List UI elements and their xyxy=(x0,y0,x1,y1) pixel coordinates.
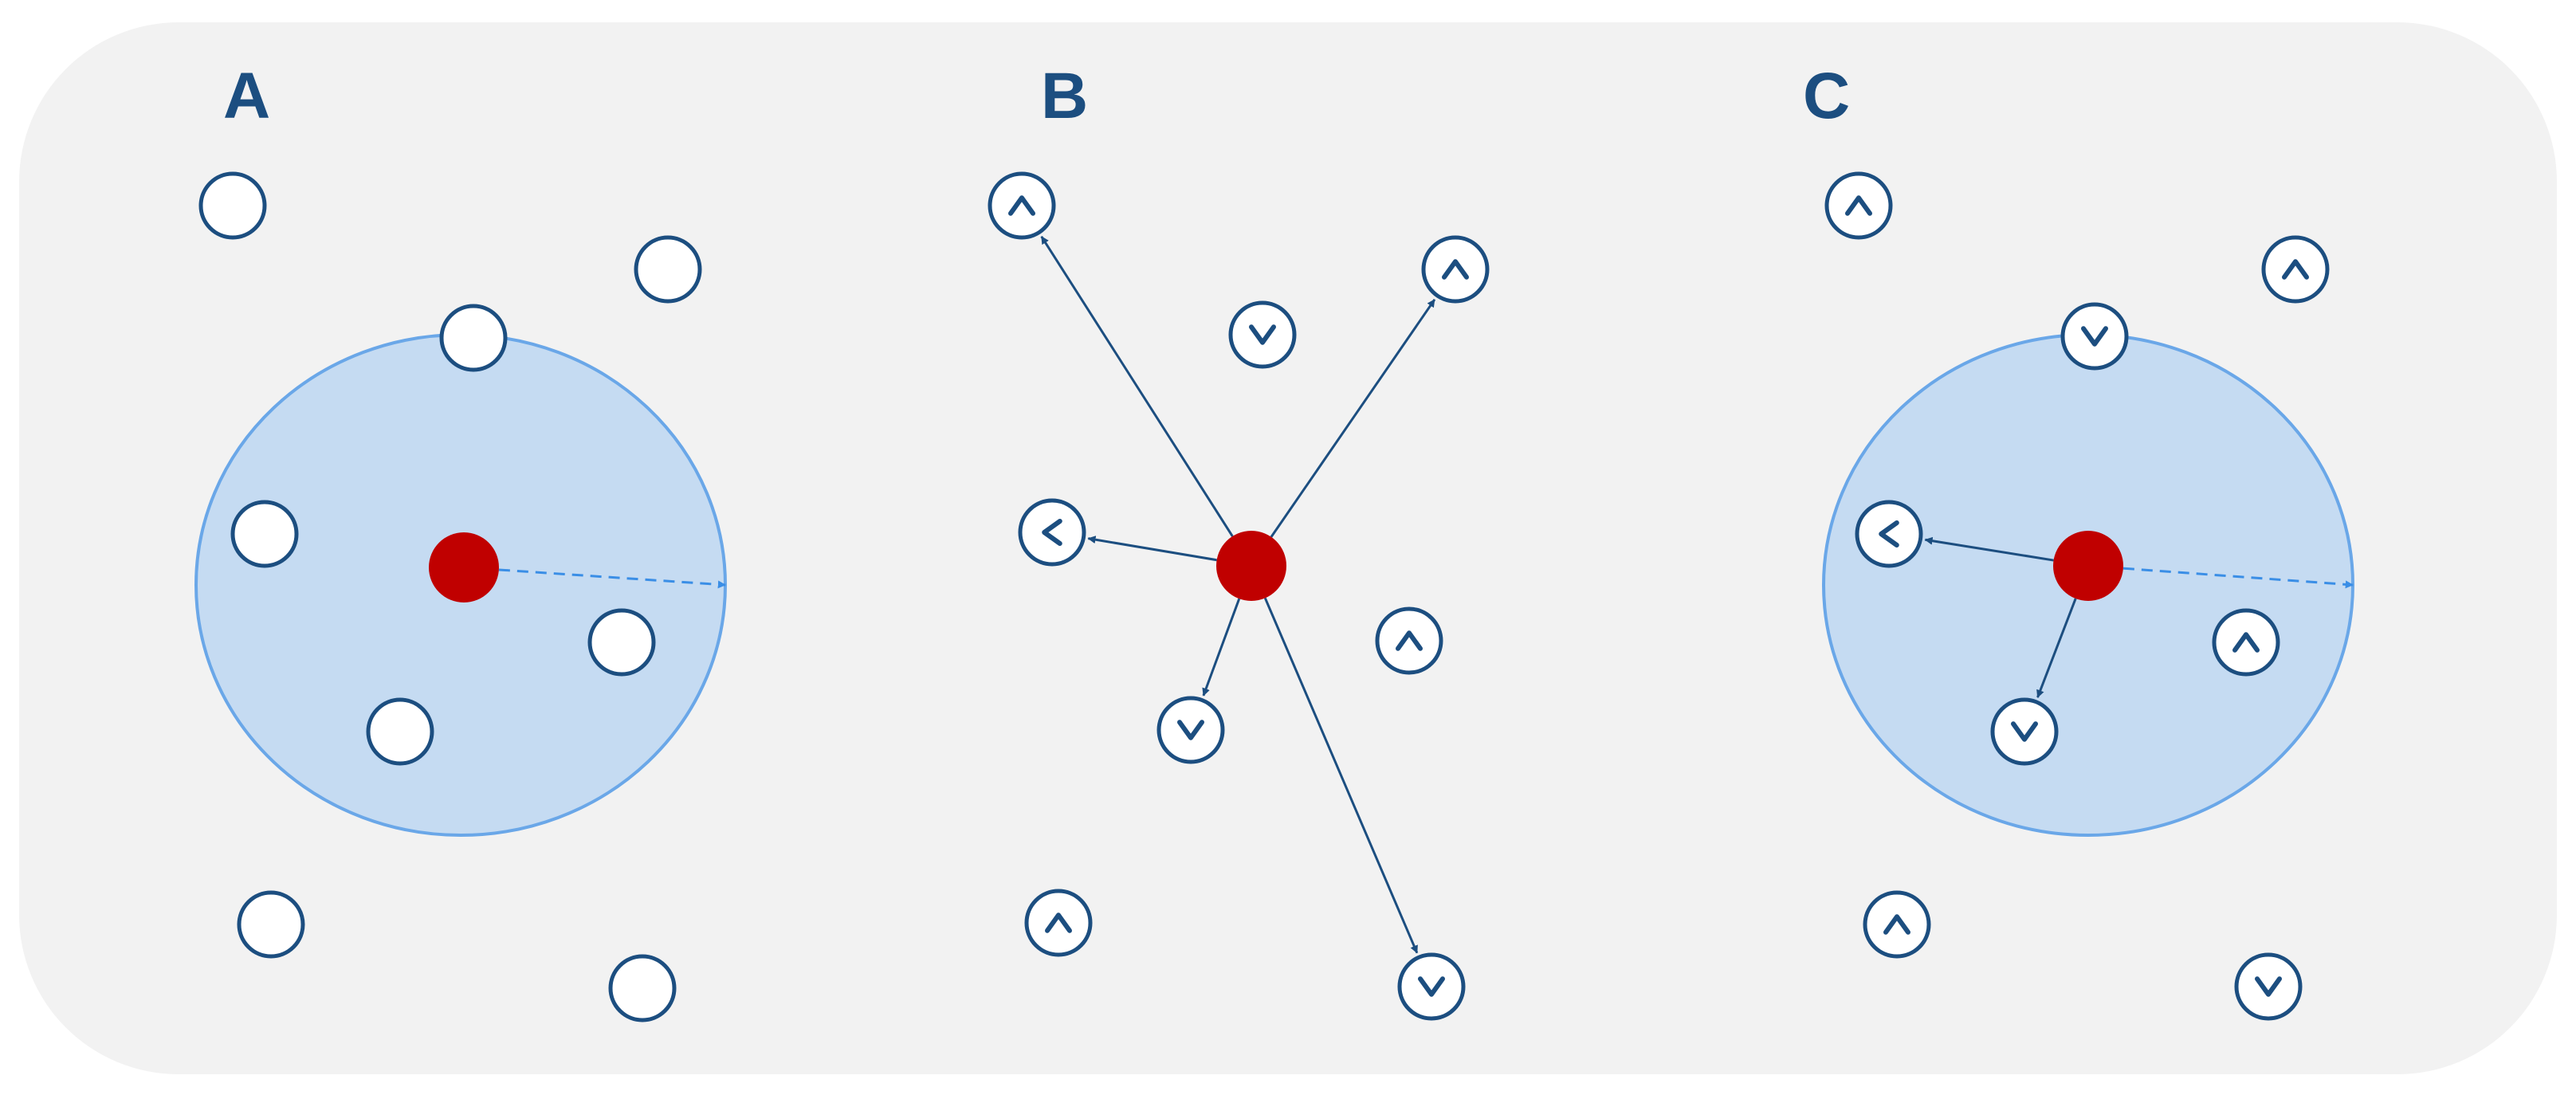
range-arrow-a xyxy=(498,568,726,589)
link-arrow-c-2 xyxy=(2036,598,2077,698)
node-c-3 xyxy=(2060,302,2129,371)
link-arrow-b-2 xyxy=(1270,299,1436,538)
chevron-icon xyxy=(1442,259,1469,280)
node-b-2 xyxy=(1421,235,1490,304)
panel-label-c: C xyxy=(1803,60,1850,132)
link-arrow-b-5 xyxy=(1263,597,1419,954)
range-arrow-c xyxy=(2122,567,2354,589)
chevron-icon xyxy=(2282,259,2309,280)
node-c-4 xyxy=(1855,500,1923,568)
chevron-icon xyxy=(1008,195,1035,216)
chevron-icon xyxy=(2255,976,2282,997)
chevron-icon xyxy=(1845,195,1872,216)
chevron-icon xyxy=(2011,721,2038,742)
node-a-4 xyxy=(230,500,299,568)
node-b-4 xyxy=(1018,498,1086,567)
source-node-b xyxy=(1216,531,1286,601)
chevron-icon xyxy=(1045,912,1072,933)
chevron-icon xyxy=(1879,520,1899,548)
node-c-5 xyxy=(2212,608,2280,677)
node-b-1 xyxy=(988,171,1056,240)
node-b-5 xyxy=(1375,606,1443,675)
node-c-2 xyxy=(2261,235,2330,304)
link-arrow-b-4 xyxy=(1202,598,1241,697)
chevron-icon xyxy=(2081,326,2108,347)
node-layer xyxy=(198,171,2330,1022)
chevron-icon xyxy=(1177,720,1204,740)
chevron-icon xyxy=(1249,324,1276,345)
link-arrow-b-1 xyxy=(1040,235,1234,537)
source-node-c xyxy=(2053,531,2123,601)
link-arrow-c-1 xyxy=(1924,536,2054,562)
node-a-6 xyxy=(366,697,434,766)
arrow-layer xyxy=(498,235,2354,954)
chevron-icon xyxy=(1418,976,1445,997)
node-b-8 xyxy=(1397,952,1466,1021)
node-a-1 xyxy=(198,171,267,240)
node-b-3 xyxy=(1228,300,1297,369)
node-c-1 xyxy=(1824,171,1893,240)
chevron-icon xyxy=(1883,914,1910,935)
node-c-7 xyxy=(1863,890,1931,959)
source-node-a xyxy=(429,532,499,602)
link-arrow-b-3 xyxy=(1087,536,1217,562)
chevron-icon xyxy=(1396,630,1423,651)
node-a-7 xyxy=(237,890,305,959)
node-b-6 xyxy=(1156,696,1225,764)
node-c-8 xyxy=(2234,952,2303,1021)
node-c-6 xyxy=(1990,697,2059,766)
panel-label-b: B xyxy=(1041,60,1088,132)
node-a-3 xyxy=(439,304,508,372)
node-a-5 xyxy=(587,608,656,677)
panel-label-a: A xyxy=(223,60,270,132)
node-b-7 xyxy=(1024,889,1093,957)
node-a-8 xyxy=(608,954,677,1022)
chevron-icon xyxy=(1042,519,1062,546)
chevron-icon xyxy=(2232,632,2260,653)
node-a-2 xyxy=(634,235,702,304)
